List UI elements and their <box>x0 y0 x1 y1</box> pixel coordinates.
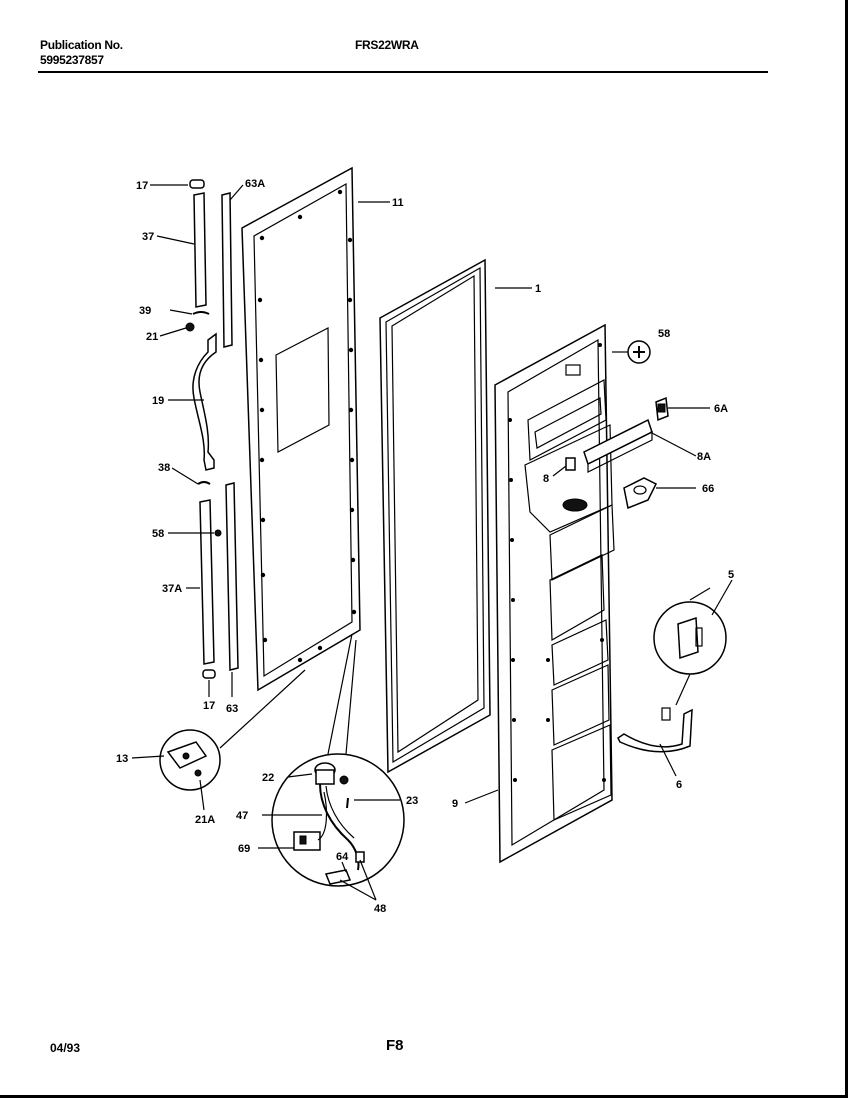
detail-circle-hinge <box>159 669 306 791</box>
callout-6: 6 <box>676 779 682 791</box>
callout-39: 39 <box>139 305 151 317</box>
callout-8: 8 <box>543 473 549 485</box>
callout-8a: 8A <box>697 451 711 463</box>
callout-69: 69 <box>238 843 250 855</box>
callout-17: 17 <box>136 180 148 192</box>
callout-labels: 17 63A 11 37 1 39 21 58 19 6A 8A 38 8 66… <box>116 178 734 915</box>
footer-date: 04/93 <box>50 1041 81 1055</box>
part-8 <box>565 457 576 471</box>
header-rule <box>38 71 768 73</box>
screw-38 <box>197 481 211 485</box>
screw-58-left <box>214 529 222 537</box>
callout-64: 64 <box>336 851 349 863</box>
hinge-strip-upper <box>221 192 233 348</box>
detail-circle-switch <box>653 587 727 675</box>
publication-label: Publication No. <box>40 38 123 52</box>
callout-47: 47 <box>236 810 248 822</box>
callout-37a: 37A <box>162 583 182 595</box>
publication-number: 5995237857 <box>40 53 104 67</box>
callout-17-lower: 17 <box>203 700 215 712</box>
clip-6a <box>655 396 669 422</box>
callout-58-left: 58 <box>152 528 164 540</box>
door-gasket <box>379 258 491 774</box>
callout-22: 22 <box>262 772 274 784</box>
callout-38: 38 <box>158 462 170 474</box>
screw-21 <box>185 322 195 332</box>
door-handle <box>192 332 217 471</box>
model-number: FRS22WRA <box>355 38 419 52</box>
actuator-66 <box>623 477 658 510</box>
callout-19: 19 <box>152 395 164 407</box>
bracket-6 <box>617 673 693 753</box>
callout-9: 9 <box>452 798 458 810</box>
trim-cap-bottom <box>202 669 216 679</box>
callout-48: 48 <box>374 903 386 915</box>
callout-23: 23 <box>406 795 418 807</box>
callout-5: 5 <box>728 569 734 581</box>
inner-door-liner <box>494 323 615 864</box>
callout-37: 37 <box>142 231 154 243</box>
detail-circle-wiring <box>271 633 405 887</box>
callout-11: 11 <box>392 197 404 209</box>
callout-6a: 6A <box>714 403 728 415</box>
screw-58-right <box>627 340 651 364</box>
trim-strip-upper <box>193 192 207 308</box>
callout-66: 66 <box>702 483 714 495</box>
leader-lines <box>131 184 733 901</box>
callout-21: 21 <box>146 331 158 343</box>
footer-page: F8 <box>386 1037 404 1054</box>
trim-cap-top <box>189 179 205 189</box>
callout-1: 1 <box>535 283 541 295</box>
trim-strip-lower <box>199 499 215 665</box>
callout-63a: 63A <box>245 178 265 190</box>
screw-39 <box>192 311 210 315</box>
callout-58-right: 58 <box>658 328 670 340</box>
hinge-strip-lower <box>225 482 239 671</box>
outer-door-panel <box>241 166 361 692</box>
callout-13: 13 <box>116 753 128 765</box>
rail-8a <box>583 418 653 473</box>
callout-63: 63 <box>226 703 238 715</box>
callout-21a: 21A <box>195 814 215 826</box>
